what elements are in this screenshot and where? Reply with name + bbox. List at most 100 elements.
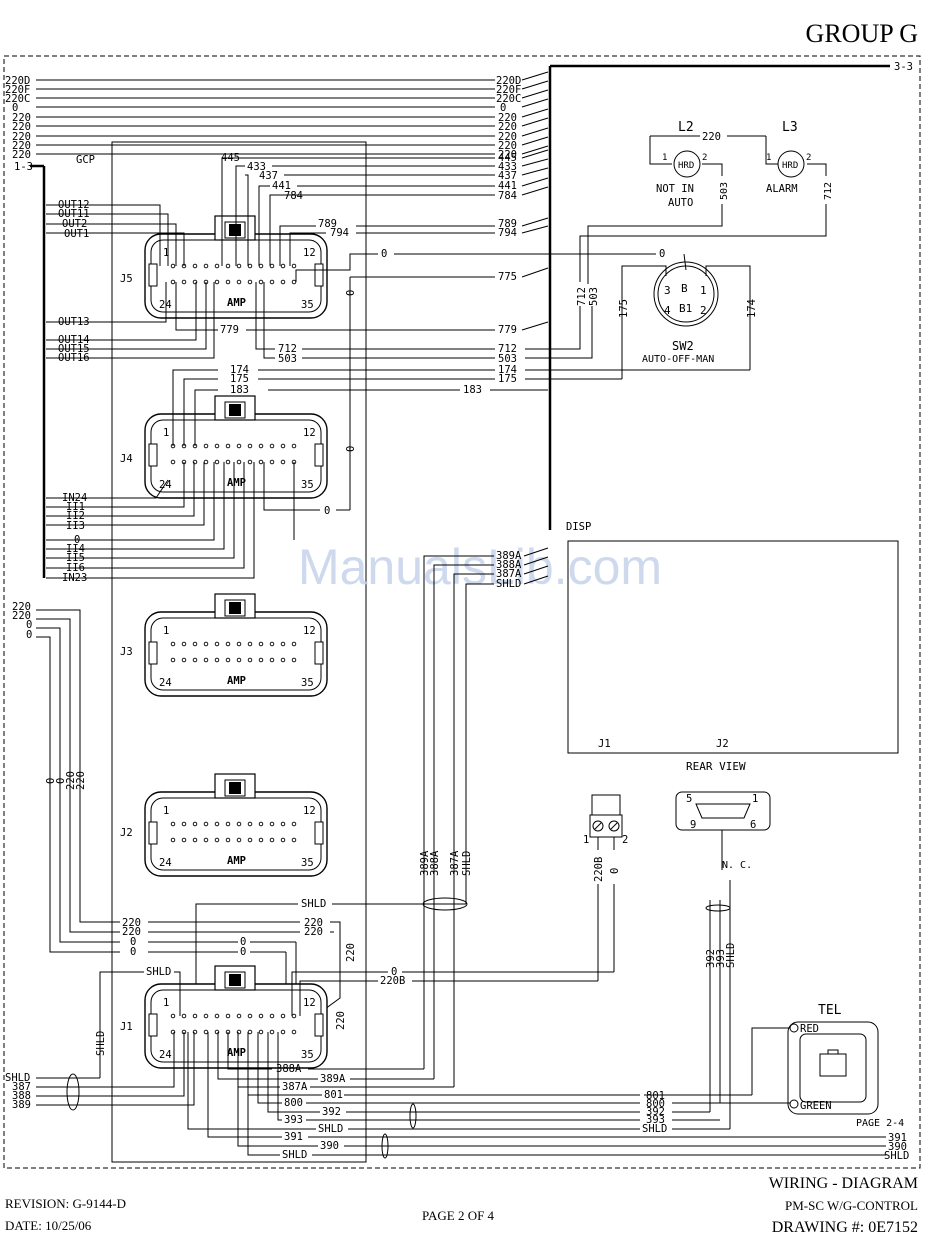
j1v-220b: 220 [335, 1011, 347, 1030]
sw-w0: 0 [659, 248, 665, 260]
svg-text:35: 35 [301, 857, 314, 869]
sw-w174: 174 [746, 299, 758, 318]
sw-w175: 175 [618, 299, 630, 318]
tel-jack [672, 1021, 879, 1115]
svg-text:1: 1 [163, 997, 169, 1009]
j1-w0: 0 [391, 966, 397, 978]
svg-text:AMP: AMP [227, 855, 246, 867]
l3-wire: 712 [823, 182, 834, 200]
sw-p3: 3 [664, 284, 671, 297]
svg-text:35: 35 [301, 677, 314, 689]
l2-wire: 503 [719, 182, 730, 200]
bus-right-8: 220 [498, 149, 517, 161]
j1b-393: 393 [284, 1114, 303, 1126]
connector-j3: 1 12 24 35 AMP [144, 593, 328, 697]
l2-label1: NOT IN [656, 183, 694, 195]
disp-shld: SHLD [496, 578, 521, 590]
j5-r445: 445 [498, 152, 517, 164]
l2-label2: AUTO [668, 197, 693, 209]
gcp-title: GCP [76, 154, 95, 166]
out14: OUT14 [58, 334, 90, 346]
j1-shld-vert: SHLD [95, 1031, 107, 1056]
gcp-box [111, 141, 367, 1163]
out15: OUT15 [58, 343, 90, 355]
disp-rear: REAR VIEW [686, 760, 746, 773]
bus-left-4: 220 [12, 112, 31, 124]
svg-text:12: 12 [303, 427, 316, 439]
j1l-220b: 220 [122, 926, 141, 938]
j1b-800: 800 [284, 1097, 303, 1109]
br-800: 800 [646, 1098, 665, 1110]
j5-w779: 779 [220, 324, 239, 336]
db9-connector [675, 791, 771, 870]
footer-revision: REVISION: G-9144-D [5, 1196, 126, 1211]
ii3: II3 [66, 520, 85, 532]
bus-left-8: 220 [12, 149, 31, 161]
db9-p1: 1 [752, 793, 758, 805]
svg-text:24: 24 [159, 857, 172, 869]
disp-389a: 389A [496, 550, 522, 562]
term-p1: 1 [583, 834, 589, 846]
bus-right-7: 220 [498, 140, 517, 152]
sw-w712: 712 [576, 287, 588, 306]
j1b-390: 390 [320, 1140, 339, 1152]
j5-r503: 503 [498, 353, 517, 365]
bus-right-6: 220 [498, 131, 517, 143]
svg-text:35: 35 [301, 299, 314, 311]
j1m-0a: 0 [240, 936, 246, 948]
lm-220b: 220 [12, 610, 31, 622]
bus-right-3: 0 [500, 102, 506, 114]
ii6: II6 [66, 562, 85, 574]
bus-left-2: 220C [5, 93, 30, 105]
bus-left-5: 220 [12, 121, 31, 133]
disp-title: DISP [566, 521, 591, 533]
connector-j5: 1 12 24 35 AMP [144, 215, 328, 319]
watermark: ManualsLib.com [298, 539, 662, 595]
bus-right-4: 220 [498, 112, 517, 124]
svg-text:24: 24 [159, 1049, 172, 1061]
j4-vert0: 0 [345, 446, 357, 452]
disp-box [567, 540, 899, 754]
svg-text:35: 35 [301, 1049, 314, 1061]
lm-220a: 220 [12, 601, 31, 613]
out12: OUT12 [58, 199, 90, 211]
j1l-0a: 0 [130, 936, 136, 948]
disp-388a: 388A [496, 559, 522, 571]
j5-w712: 712 [278, 343, 297, 355]
sw-name: SW2 [672, 339, 694, 353]
svg-text:1: 1 [163, 805, 169, 817]
br-392: 392 [646, 1106, 665, 1118]
j1b-391: 391 [284, 1131, 303, 1143]
db9-wshld: SHLD [725, 943, 737, 968]
footer-subtitle: PM-SC W/G-CONTROL [785, 1198, 918, 1213]
svg-text:12: 12 [303, 247, 316, 259]
ref-top-right: 3-3 [894, 61, 913, 73]
j4-r183: 183 [463, 384, 482, 396]
svg-text:AMP: AMP [227, 675, 246, 687]
vert-0a: 0 [45, 778, 57, 784]
footer-title: WIRING - DIAGRAM [769, 1175, 918, 1192]
sw-p1: 1 [700, 284, 707, 297]
j1b-shld2: SHLD [282, 1149, 307, 1161]
bus-right-5: 220 [498, 121, 517, 133]
bus-left-0: 220D [5, 75, 30, 87]
br-801: 801 [646, 1090, 665, 1102]
sw-label: AUTO-OFF-MAN [642, 354, 714, 365]
svg-text:35: 35 [301, 479, 314, 491]
sw-p2: 2 [700, 304, 707, 317]
svg-text:24: 24 [159, 677, 172, 689]
j1-label: J1 [120, 1021, 133, 1033]
disp-j1: J1 [598, 738, 611, 750]
vert-0b: 0 [55, 778, 67, 784]
svg-text:AMP: AMP [227, 297, 246, 309]
j5-r779: 779 [498, 324, 517, 336]
svg-text:24: 24 [159, 299, 172, 311]
term-w1: 220B [593, 857, 605, 882]
j1b-392: 392 [322, 1106, 341, 1118]
db9-nc: N. C. [722, 860, 752, 871]
svg-text:12: 12 [303, 625, 316, 637]
j5-r775: 775 [498, 271, 517, 283]
l3-p2: 2 [806, 153, 811, 163]
bus-right-1: 220F [496, 84, 521, 96]
